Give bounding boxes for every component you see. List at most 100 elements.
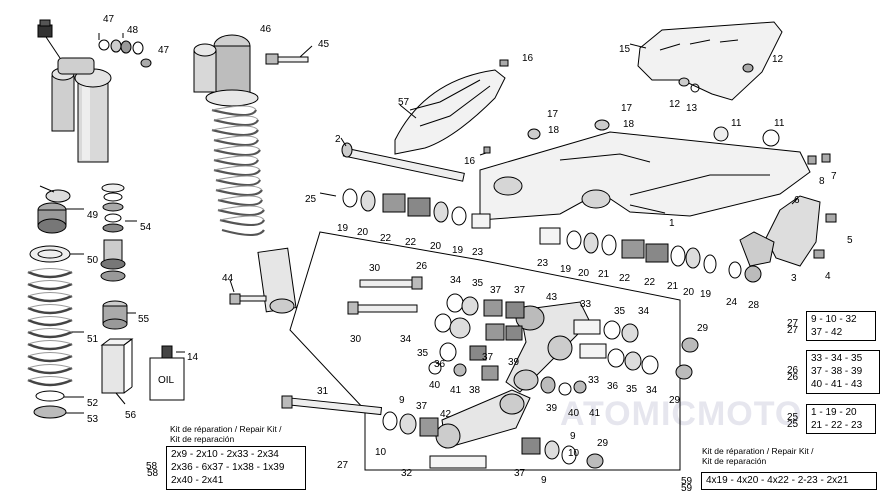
callout-number: 23 (472, 247, 484, 258)
callout-number: 27 (337, 460, 349, 471)
bolt-44-part (229, 279, 267, 305)
callout-number: 13 (686, 103, 698, 114)
callout-number: 47 (158, 45, 170, 56)
kit-59-box: 4x19 - 4x20 - 4x22 - 2-23 - 2x21 (701, 472, 877, 490)
ref-box-27-line-2: 37 - 42 (811, 327, 843, 338)
kit-59-heading-line-1: Kit de réparation / Repair Kit / (702, 446, 814, 456)
oil-label-text: OIL (158, 375, 175, 386)
callout-number: 51 (87, 334, 99, 345)
callout-number: 40 (568, 408, 580, 419)
callout-number: 55 (138, 314, 150, 325)
callout-number: 12 (772, 54, 784, 65)
spring-retainer-52-53-part (33, 390, 84, 419)
callout-number: 35 (417, 348, 429, 359)
callout-number: 24 (726, 297, 738, 308)
callout-number: 9 (570, 431, 576, 442)
ref-box-26-line-1: 33 - 34 - 35 (811, 353, 863, 364)
callout-number: 17 (547, 109, 559, 120)
callout-number: 6 (794, 195, 800, 206)
swingarm-bearings-lower-part (539, 227, 762, 283)
callout-number: 28 (748, 300, 760, 311)
callout-number: 26 (787, 372, 799, 383)
kit-58-heading-line-2: Kit de reparación (170, 434, 235, 444)
callout-number: 16 (522, 53, 534, 64)
callout-number: 5 (847, 235, 853, 246)
callout-number: 29 (669, 395, 681, 406)
callout-number: 18 (623, 119, 635, 130)
callout-number: 12 (669, 99, 681, 110)
ref-26-label: 26 (787, 365, 799, 376)
callout-number: 39 (508, 357, 520, 368)
callout-number: 34 (646, 385, 658, 396)
callout-number: 33 (588, 375, 600, 386)
callout-number: 42 (440, 409, 452, 420)
callout-number: 27 (787, 325, 799, 336)
callout-number: 38 (469, 385, 481, 396)
kit-58-ref: 58 (146, 461, 158, 472)
callout-number: 30 (350, 334, 362, 345)
callout-number: 29 (697, 323, 709, 334)
callout-number: 41 (589, 408, 601, 419)
callout-number: 37 (490, 285, 502, 296)
seal-ring-48-part (98, 33, 152, 68)
callout-number: 14 (187, 352, 199, 363)
callout-number: 35 (472, 278, 484, 289)
callout-number: 9 (399, 395, 405, 406)
callout-number: 25 (787, 419, 799, 430)
callout-number: 56 (125, 410, 137, 421)
linkage-bolts-30-part (347, 276, 423, 315)
callout-number: 18 (548, 125, 560, 136)
callout-number: 37 (514, 468, 526, 479)
callout-number: 9 (541, 475, 547, 486)
callout-number: 21 (667, 281, 679, 292)
kit-59-line-1: 4x19 - 4x20 - 4x22 - 2-23 - 2x21 (706, 475, 849, 486)
ref-27-label: 27 (787, 318, 799, 329)
watermark-text: ATOMICMOTO (560, 395, 803, 433)
callout-number: 10 (568, 448, 580, 459)
ref-box-25-line-2: 21 - 22 - 23 (811, 420, 863, 431)
ref-box-27: 9 - 10 - 32 37 - 42 (806, 311, 876, 341)
ref-box-25: 1 - 19 - 20 21 - 22 - 23 (806, 404, 876, 434)
callout-number: 20 (683, 287, 695, 298)
callout-number: 31 (317, 386, 329, 397)
callout-number: 35 (614, 306, 626, 317)
callout-number: 16 (464, 156, 476, 167)
callout-number: 26 (416, 261, 428, 272)
callout-number: 22 (644, 277, 656, 288)
callout-number: 21 (598, 269, 610, 280)
axle-2-part (340, 137, 465, 182)
callout-number: 57 (398, 97, 410, 108)
callout-number: 45 (318, 39, 330, 50)
callout-number: 17 (621, 103, 633, 114)
callout-number: 32 (401, 468, 413, 479)
callout-number: 25 (305, 194, 317, 205)
callout-number: 43 (546, 292, 558, 303)
callout-number: 49 (87, 210, 99, 221)
callout-number: 52 (87, 398, 99, 409)
linkage-bushings-part (428, 293, 699, 396)
oil-bottle-14-part (149, 345, 185, 401)
callout-number: 33 (580, 299, 592, 310)
ref-box-27-line-1: 9 - 10 - 32 (811, 314, 857, 325)
callout-number: 39 (546, 403, 558, 414)
linkage-bounding-outline (289, 231, 681, 471)
spring-collar-49-part (37, 185, 84, 234)
chain-guide-15-part (629, 21, 783, 101)
callout-number: 19 (700, 289, 712, 300)
bolts-small-hardware-part (479, 59, 837, 259)
callout-number: 54 (140, 222, 152, 233)
callout-number: 44 (222, 273, 234, 284)
callout-number: 11 (731, 118, 742, 129)
lower-linkage-parts (382, 411, 604, 469)
ref-25-label: 25 (787, 412, 799, 423)
callout-number: 19 (560, 264, 572, 275)
callout-number: 37 (416, 401, 428, 412)
tool-56-part (100, 338, 134, 405)
callout-number: 7 (831, 171, 837, 182)
shock-reservoir-part (37, 19, 112, 163)
callout-number: 37 (514, 285, 526, 296)
callout-number: 22 (619, 273, 631, 284)
linkage-bolt-31-part (281, 395, 383, 416)
